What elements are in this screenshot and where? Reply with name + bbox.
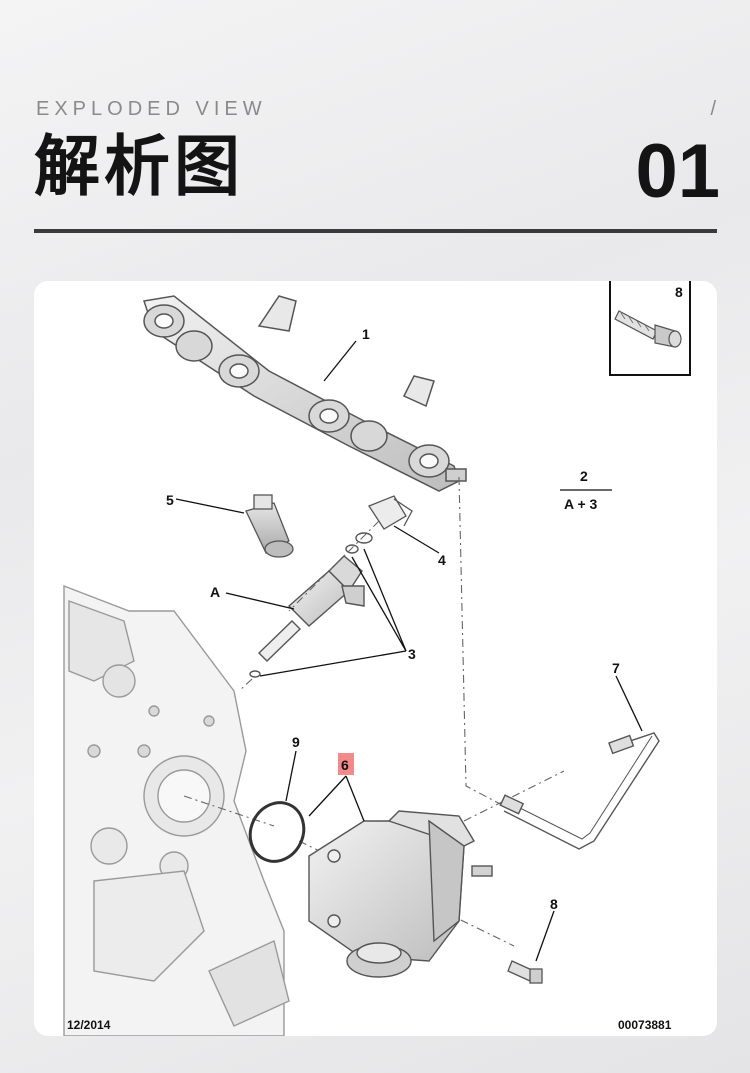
label-part-2-note: A + 3 [564,496,598,512]
header-slash: / [710,98,716,120]
label-part-6: 6 [341,757,349,773]
footer-date: 12/2014 [67,1018,111,1032]
footer-code: 00073881 [618,1018,672,1032]
header-rule [34,229,717,233]
page-number: 01 [635,129,720,214]
leader-lines [175,340,643,962]
eyebrow-text: EXPLODED VIEW [36,98,267,120]
o-ring-seal [248,801,306,863]
high-pressure-pump [308,810,493,978]
label-part-1: 1 [362,326,370,342]
label-part-4: 4 [438,552,446,568]
exploded-diagram: 1 2 A + 3 3 4 5 A 6 7 8 9 12/2014 000738… [63,295,672,1036]
fuel-pipe [499,732,660,850]
highlight-box [338,753,354,775]
label-part-9: 9 [292,734,300,750]
page-title: 解析图 [34,128,244,205]
o-rings-upper [345,532,373,554]
mounting-bolt [507,960,543,984]
fuel-injector [249,555,365,678]
inset-box: 8 [609,281,691,376]
fuel-rail [143,295,467,492]
label-part-3: 3 [408,646,416,662]
inset-bolt: 8 [614,284,683,348]
pressure-sensor [245,494,294,558]
inset-label-part-8: 8 [675,284,683,300]
label-part-5: 5 [166,492,174,508]
label-part-7: 7 [612,660,620,676]
label-part-8: 8 [550,896,558,912]
diagram-card: 1 2 A + 3 3 4 5 A 6 7 8 9 12/2014 000738… [34,281,717,1036]
engine-block [63,584,290,1036]
label-part-a: A [210,584,220,600]
label-part-2: 2 [580,468,588,484]
